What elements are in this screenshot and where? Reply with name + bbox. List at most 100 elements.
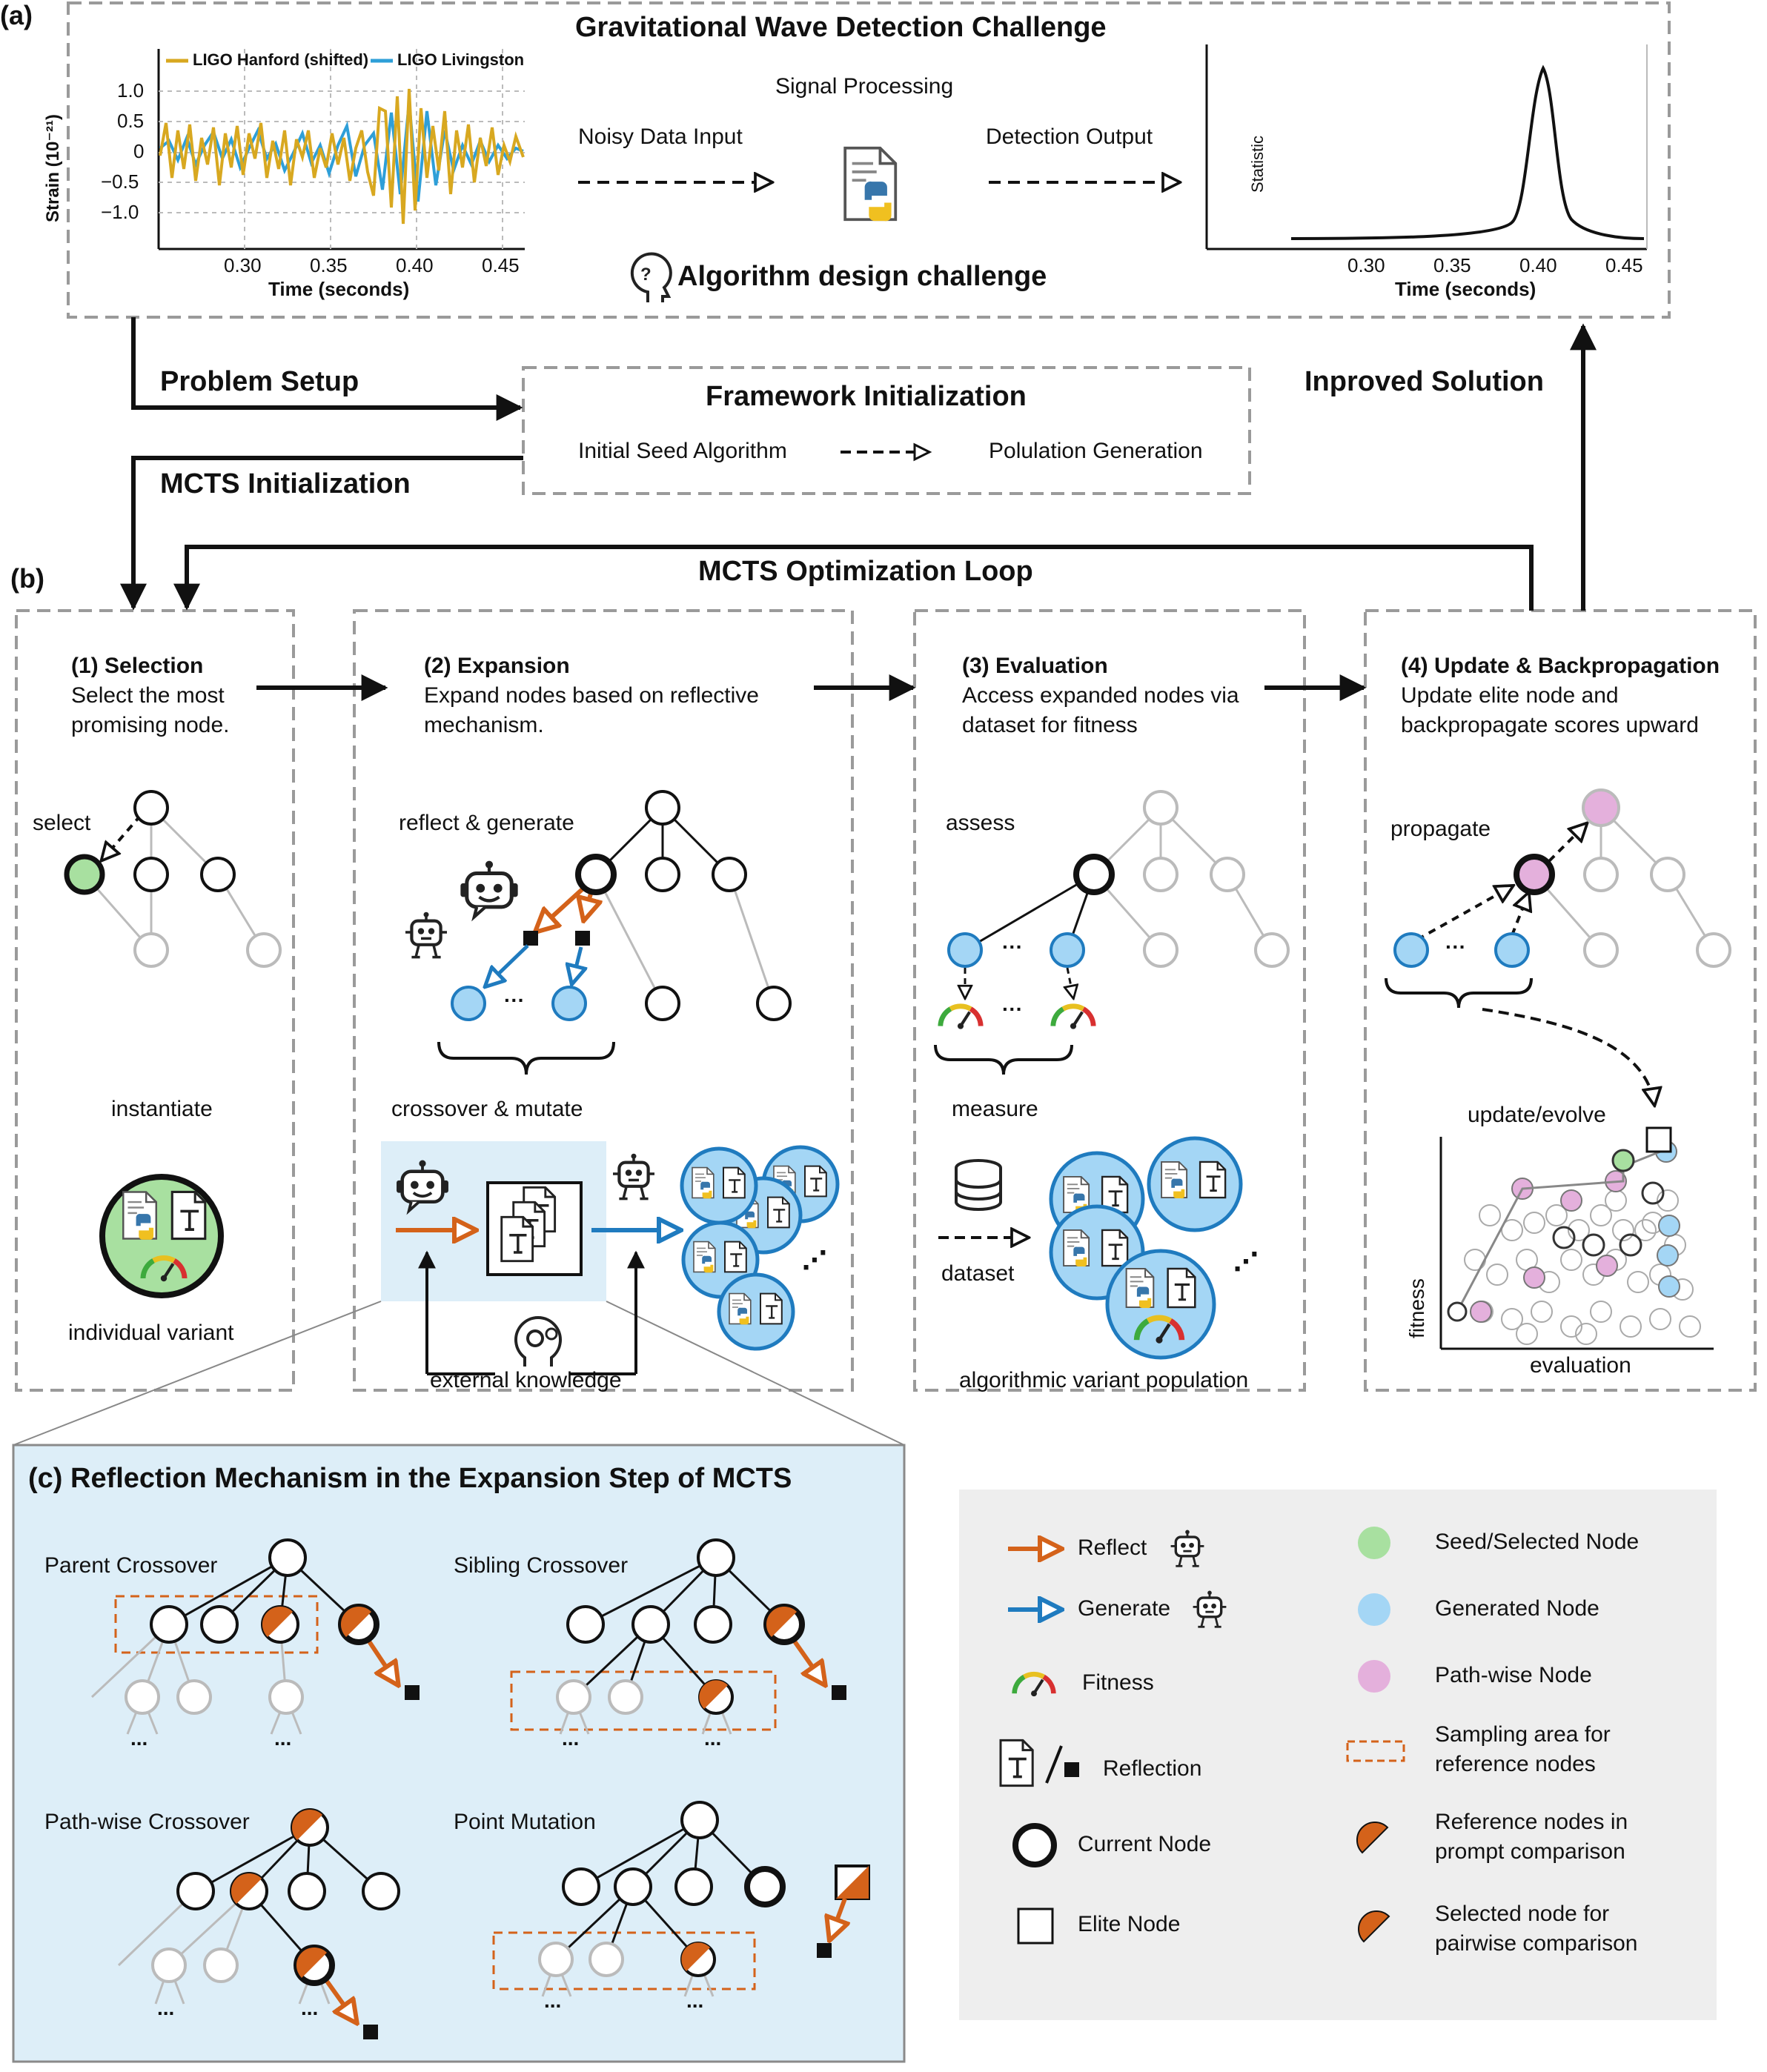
noisy-input-label: Noisy Data Input <box>578 124 743 149</box>
expansion-desc-1: Expand nodes based on reflective <box>424 683 759 708</box>
fitness-scatter <box>1439 1126 1714 1350</box>
xtick: 0.45 <box>482 254 520 276</box>
evaluation-title: (3) Evaluation <box>962 654 1108 678</box>
parent-crossover-label: Parent Crossover <box>44 1553 218 1578</box>
pathwise-crossover-label: Path-wise Crossover <box>44 1810 250 1834</box>
legend-sampling-2: reference nodes <box>1435 1752 1596 1776</box>
tree-dots: ... <box>544 1989 562 2012</box>
tree-dots: ... <box>157 1996 175 2019</box>
update-desc-1: Update elite node and <box>1401 683 1619 708</box>
select-label: select <box>33 811 91 835</box>
xtick: 0.35 <box>1433 254 1471 276</box>
expansion-desc-2: mechanism. <box>424 713 544 737</box>
xtick: 0.40 <box>396 254 434 276</box>
update-evolve-label: update/evolve <box>1468 1103 1606 1127</box>
problem-setup-label: Problem Setup <box>160 366 359 397</box>
external-knowledge-label: external knowledge <box>430 1368 622 1392</box>
expansion-ellipsis: ··· <box>504 989 525 1012</box>
legend-reflect: Reflect <box>1078 1535 1147 1560</box>
xtick: 0.30 <box>1347 254 1385 276</box>
individual-variant-label: individual variant <box>68 1321 234 1345</box>
seed-to-population-arrow <box>841 442 932 462</box>
improved-solution-label: Inproved Solution <box>1304 366 1544 397</box>
legend-reflection: Reflection <box>1103 1756 1202 1781</box>
xtick: 0.35 <box>310 254 348 276</box>
hanford-wave <box>159 88 525 225</box>
mcts-init-label: MCTS Initialization <box>160 468 411 499</box>
question-head-icon: ? <box>630 252 672 302</box>
fitness-axis-label: fitness <box>1405 1278 1428 1338</box>
strain-xlabel: Time (seconds) <box>268 278 410 300</box>
sibling-crossover-label: Sibling Crossover <box>454 1553 629 1578</box>
mcts-loop-label: MCTS Optimization Loop <box>698 556 1033 587</box>
signal-processing-label: Signal Processing <box>775 74 954 99</box>
gauge-ellipsis: ··· <box>1002 997 1023 1020</box>
legend-livingston: LIGO Livingston <box>397 50 525 69</box>
legend-hanford: LIGO Hanford (shifted) <box>193 50 369 69</box>
tree-dots: ... <box>274 1727 292 1750</box>
point-mutation-label: Point Mutation <box>454 1810 596 1834</box>
xtick: 0.45 <box>1605 254 1643 276</box>
evaluation-ellipsis: ··· <box>1002 935 1023 958</box>
legend-fitness: Fitness <box>1082 1670 1154 1695</box>
detection-output-label: Detection Output <box>986 124 1153 149</box>
selection-desc-1: Select the most <box>71 683 225 708</box>
xtick: 0.30 <box>224 254 262 276</box>
gear-head-icon <box>514 1316 562 1367</box>
legend-generated-node: Generated Node <box>1435 1596 1599 1621</box>
legend-ref-1: Reference nodes in <box>1435 1810 1628 1834</box>
strain-ylabel: Strain (10⁻²¹) <box>43 113 63 222</box>
svg-text:?: ? <box>640 265 652 285</box>
legend-sampling-1: Sampling area for <box>1435 1722 1611 1747</box>
evaluation-desc-2: dataset for fitness <box>962 713 1138 737</box>
generated-population-stack <box>680 1145 840 1351</box>
legend-generate: Generate <box>1078 1596 1171 1621</box>
reflect-generate-label: reflect & generate <box>399 811 574 835</box>
expansion-title: (2) Expansion <box>424 654 570 678</box>
ytick: 0.5 <box>117 110 145 132</box>
evaluated-population-stack <box>1049 1136 1243 1360</box>
population-generation-label: Polulation Generation <box>989 439 1203 463</box>
measure-label: measure <box>952 1097 1038 1121</box>
legend-pathwise-node: Path-wise Node <box>1435 1663 1592 1687</box>
tree-dots: ... <box>562 1727 580 1750</box>
statistic-xlabel: Time (seconds) <box>1395 278 1536 300</box>
legend-seed-node: Seed/Selected Node <box>1435 1530 1640 1554</box>
svg-text:⋰: ⋰ <box>1233 1248 1259 1276</box>
panel-b-label: (b) <box>10 563 44 594</box>
legend-ref-2: prompt comparison <box>1435 1839 1625 1864</box>
dataset-label: dataset <box>941 1261 1015 1286</box>
database-icon <box>955 1159 1002 1211</box>
update-desc-2: backpropagate scores upward <box>1401 713 1699 737</box>
panel-c-title: (c) Reflection Mechanism in the Expansio… <box>28 1463 792 1494</box>
legend-elite-node: Elite Node <box>1078 1912 1181 1936</box>
assess-label: assess <box>946 811 1015 835</box>
selection-title: (1) Selection <box>71 654 204 678</box>
tree-dots: ... <box>686 1989 704 2012</box>
framework-title: Framework Initialization <box>706 381 1027 412</box>
instantiate-label: instantiate <box>111 1097 213 1121</box>
algo-challenge-label: Algorithm design challenge <box>677 261 1047 292</box>
statistic-ylabel: Statistic <box>1248 135 1267 193</box>
panel-a-title: Gravitational Wave Detection Challenge <box>575 12 1107 43</box>
legend-sel-1: Selected node for <box>1435 1902 1610 1926</box>
ytick: −0.5 <box>101 170 139 193</box>
xtick: 0.40 <box>1519 254 1557 276</box>
selection-desc-2: promising node. <box>71 713 230 737</box>
legend-current-node: Current Node <box>1078 1832 1212 1856</box>
tree-dots: ... <box>301 1996 319 2019</box>
update-ellipsis: ··· <box>1445 935 1466 958</box>
ytick: 0 <box>133 140 145 162</box>
statistic-chart-axes <box>1205 44 1648 250</box>
seed-algorithm-label: Initial Seed Algorithm <box>578 439 787 463</box>
update-title: (4) Update & Backpropagation <box>1401 654 1720 678</box>
svg-text:⋰: ⋰ <box>802 1246 827 1275</box>
legend-sel-2: pairwise comparison <box>1435 1931 1638 1956</box>
variant-icon <box>99 1174 224 1298</box>
tree-dots: ... <box>704 1727 722 1750</box>
statistic-curve <box>1290 64 1645 240</box>
propagate-label: propagate <box>1390 817 1491 841</box>
ytick: 1.0 <box>117 79 145 102</box>
evaluation-axis-label: evaluation <box>1530 1353 1631 1378</box>
